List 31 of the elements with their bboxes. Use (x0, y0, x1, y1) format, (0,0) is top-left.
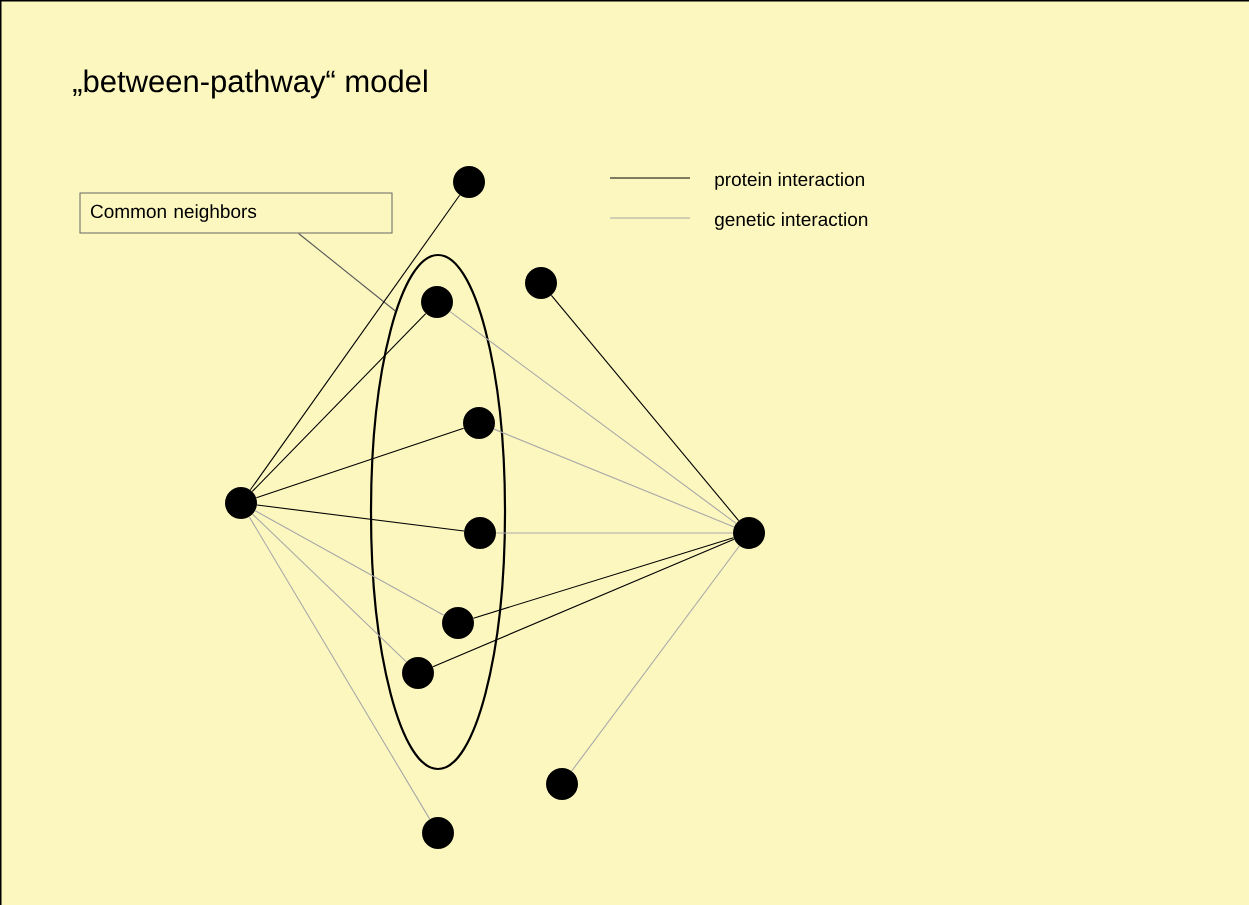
edge-line (432, 538, 735, 668)
edge-line (449, 311, 737, 524)
edge-line (254, 510, 445, 616)
edge-line (571, 545, 740, 772)
node-circle (453, 166, 485, 198)
label-box: Common neighbors (79, 192, 393, 234)
legend-text: genetic interaction (715, 212, 868, 230)
leader-line (298, 232, 396, 312)
edge-line (493, 428, 735, 528)
node-circle (422, 817, 454, 849)
node-circle (464, 517, 496, 549)
edge-line (252, 513, 407, 663)
edge-line (251, 313, 427, 492)
node-circle (525, 267, 557, 299)
node-circle (546, 768, 578, 800)
node-circle (442, 607, 474, 639)
edge-line (550, 294, 740, 522)
node-circle (225, 487, 257, 519)
node-circle (463, 407, 495, 439)
node-circle (733, 517, 765, 549)
node-circle (402, 657, 434, 689)
group-ellipse (369, 253, 507, 771)
node-circle (421, 286, 453, 318)
title: „between-pathway“ model (73, 69, 427, 99)
edge-line (248, 516, 431, 820)
edge-line (495, 532, 734, 534)
edge-line (249, 194, 461, 491)
edge-line (256, 504, 465, 532)
legend-text: protein interaction (715, 172, 864, 190)
edge-line (472, 537, 735, 619)
edge-line (255, 427, 465, 499)
